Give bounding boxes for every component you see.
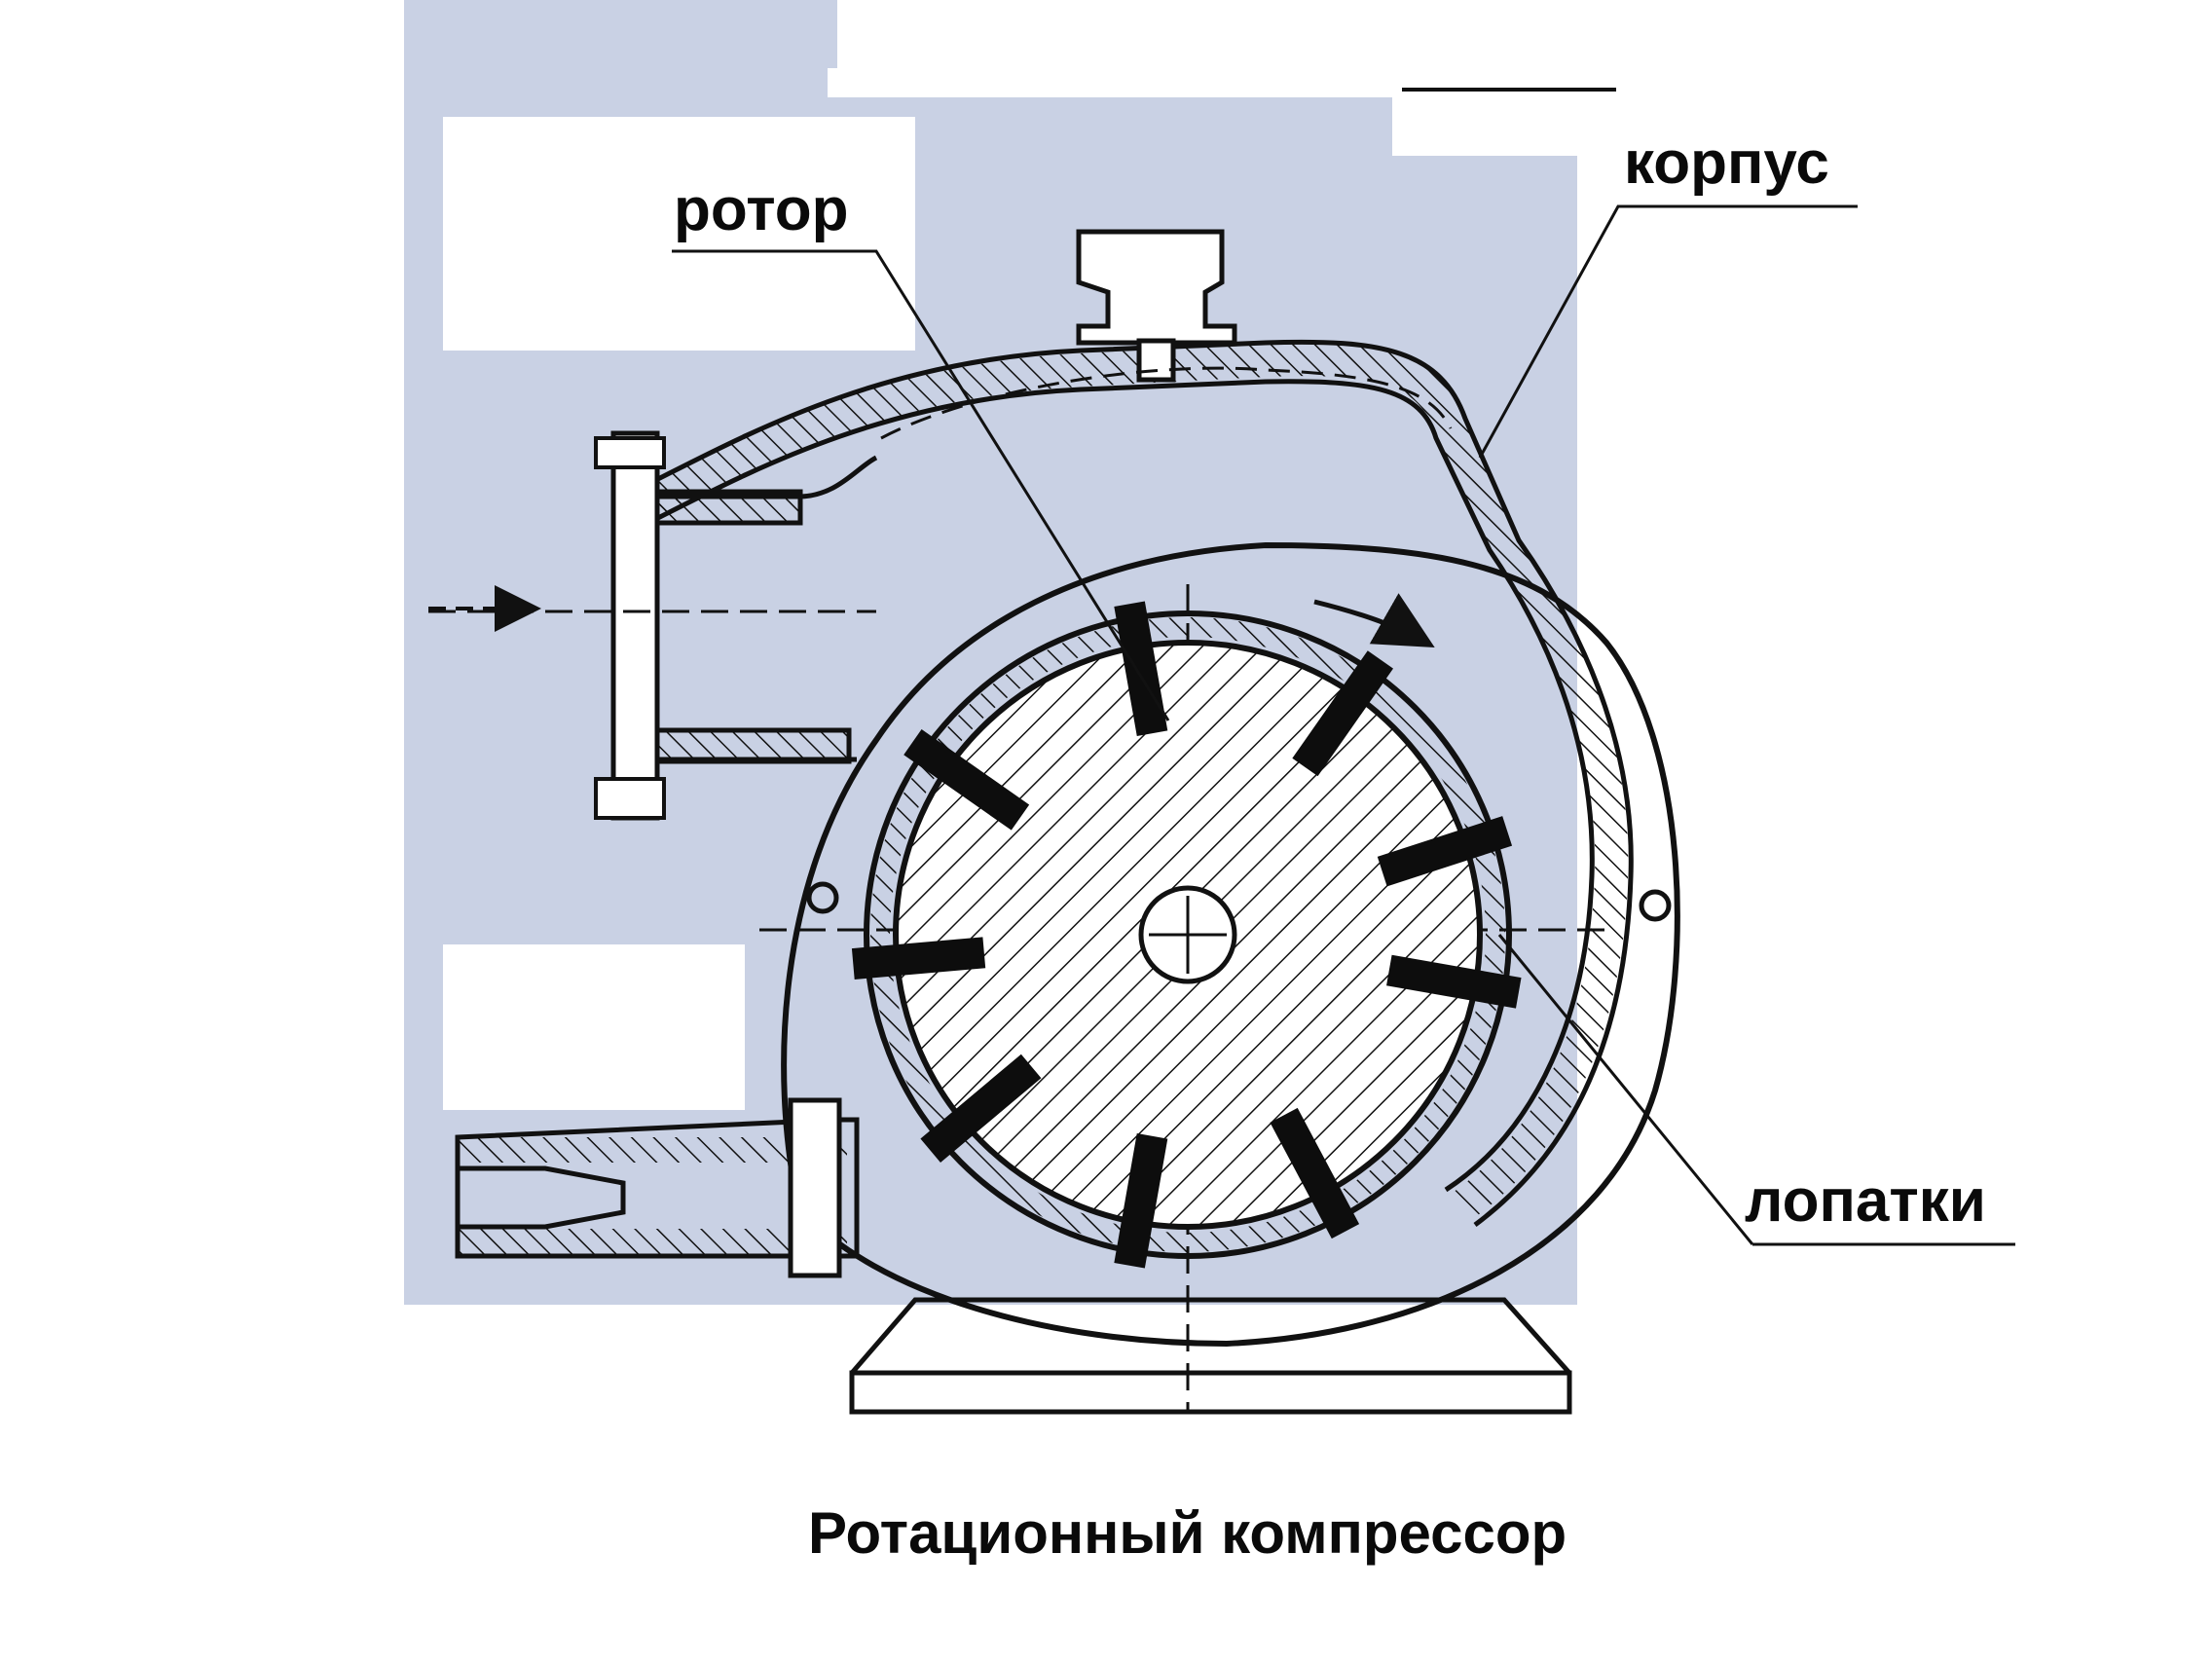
- vane: [1114, 601, 1168, 736]
- vane: [1386, 954, 1522, 1009]
- leader-housing: [1478, 204, 1858, 459]
- vane: [1377, 816, 1513, 887]
- housing-shell: [635, 343, 1629, 1221]
- vane: [903, 729, 1030, 831]
- leader-lines: [672, 88, 2015, 1246]
- shaft-cross: [1149, 896, 1227, 974]
- bolt-hole-left: [806, 881, 839, 914]
- inner-dashed-contour: [880, 366, 1453, 440]
- base-plate: [849, 1370, 1572, 1415]
- vane: [1292, 650, 1393, 777]
- vanes-group: [851, 601, 1522, 1269]
- vane: [920, 1054, 1042, 1164]
- vane: [1114, 1133, 1168, 1269]
- top-fitting: [1076, 229, 1237, 346]
- base-foot: [850, 1297, 1571, 1375]
- inlet-flange: [610, 430, 660, 821]
- discharge-wall-top: [458, 1137, 847, 1163]
- top-fitting-stem: [1136, 338, 1176, 383]
- housing-outer-line: [641, 339, 1634, 1228]
- outer-casing: [781, 541, 1680, 1348]
- bolt-hole-right: [1639, 889, 1672, 922]
- diagram-caption: Ротационный компрессор: [808, 1500, 1567, 1566]
- label-housing: корпус: [1624, 129, 1829, 197]
- discharge-flange: [788, 1097, 842, 1278]
- discharge-wall-bottom: [458, 1229, 847, 1254]
- inlet-wall-hatch: [651, 489, 803, 526]
- label-rotor: ротор: [674, 176, 849, 243]
- flange-lip-bottom: [594, 777, 666, 820]
- vane: [1270, 1107, 1360, 1239]
- rotor: [851, 601, 1522, 1269]
- rotation-arrow: [1313, 593, 1435, 647]
- flange-lip-top: [594, 436, 666, 469]
- leader-rotor: [672, 249, 1170, 721]
- inlet-wall-hatch-2: [651, 727, 852, 764]
- vane: [851, 937, 986, 980]
- housing-inner-line: [641, 379, 1595, 1193]
- label-vanes: лопатки: [1745, 1167, 1986, 1235]
- leader-vanes: [1497, 934, 2015, 1246]
- discharge-nozzle: [458, 1165, 626, 1230]
